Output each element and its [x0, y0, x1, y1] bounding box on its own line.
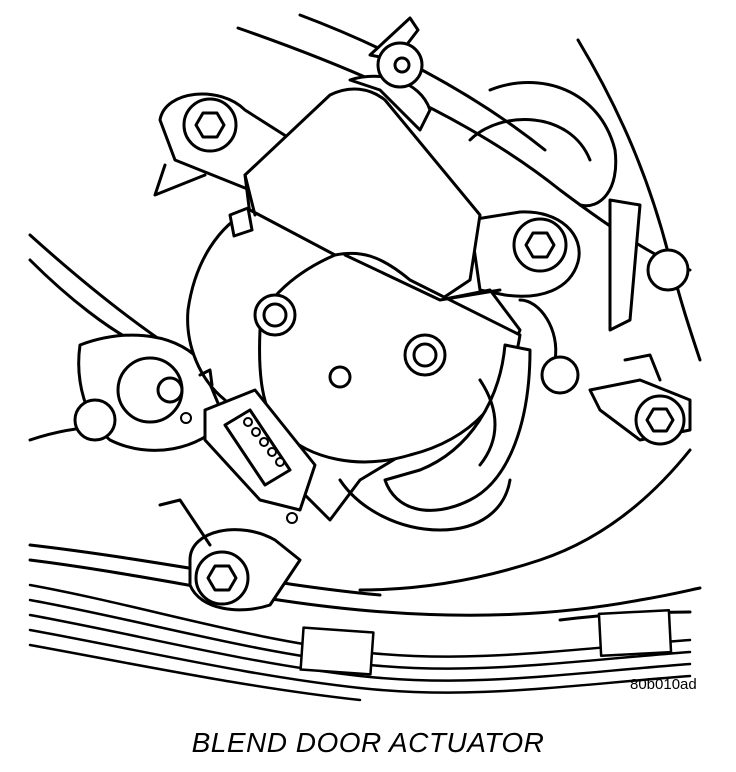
actuator-studs — [255, 295, 445, 387]
connector-pin-icon — [252, 428, 260, 436]
heater-housing — [30, 15, 700, 620]
output-arm — [340, 300, 578, 530]
hex-bolt-icon — [184, 99, 236, 151]
connector-pin-icon — [276, 458, 284, 466]
connector-pin-icon — [268, 448, 276, 456]
connector-pin-icon — [244, 418, 252, 426]
hex-bolt-icon — [196, 552, 248, 604]
figure-caption: BLEND DOOR ACTUATOR — [191, 727, 545, 758]
mounting-bolts — [184, 99, 684, 604]
wire-harness — [30, 585, 690, 700]
top-clip — [350, 18, 430, 130]
connector-pin-icon — [260, 438, 268, 446]
figure-code: 80b010ad — [630, 676, 697, 693]
hex-bolt-icon — [636, 396, 684, 444]
electrical-connector — [181, 390, 315, 523]
hex-bolt-icon — [514, 219, 566, 271]
